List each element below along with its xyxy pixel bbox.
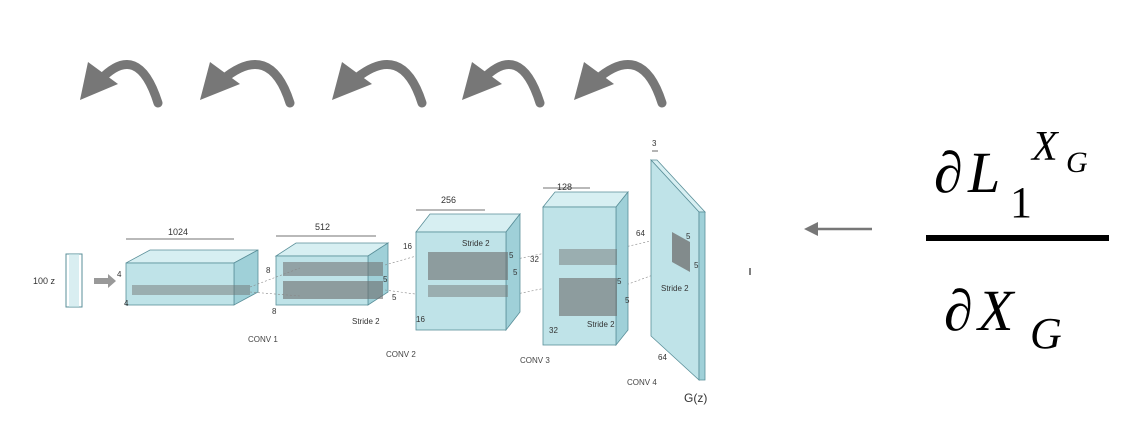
output-kernel-a: 5 [686, 232, 691, 241]
conv4-label: CONV 4 [627, 378, 657, 387]
conv4-in-label: 64 [636, 229, 645, 238]
conv3-label: CONV 3 [520, 356, 550, 365]
conv3-height-label: 16 [403, 242, 412, 251]
numerator-superscript-letter: X [1030, 124, 1060, 170]
conv4-stride-label: Stride 2 [587, 320, 615, 329]
conv2-stride-label: Stride 2 [352, 317, 380, 326]
conv4-width-label: 32 [549, 326, 558, 335]
input-vector: 100 z [33, 253, 116, 308]
conv3-stride-label: Stride 2 [462, 239, 490, 248]
conv2-depth-label: 512 [315, 222, 330, 232]
gradient-arrow [804, 222, 872, 236]
numerator-partial: ∂ [934, 140, 963, 205]
output-bottom-label: 64 [658, 353, 667, 362]
conv2-block: 512 8 8 5 5 Stride 2 CONV 2 [266, 222, 416, 359]
input-label: 100 z [33, 276, 56, 286]
fraction-bar [926, 235, 1109, 241]
numerator-letter: L [967, 140, 1000, 205]
denominator-subscript: G [1030, 309, 1062, 358]
numerator-subscript: 1 [1010, 178, 1032, 227]
conv4-height-label: 32 [530, 255, 539, 264]
curved-arrow-icon [80, 60, 163, 108]
denominator-partial: ∂ [944, 278, 973, 343]
conv2-kernel-a: 5 [383, 275, 388, 284]
output-stride-label: Stride 2 [661, 284, 689, 293]
conv3-kernel-a: 5 [509, 251, 514, 260]
conv4-block: 128 32 32 Stride 2 5 5 64 CONV 4 [530, 182, 657, 387]
conv1-height-label: 4 [117, 270, 122, 279]
output-depth-label: 3 [652, 139, 657, 148]
input-arrow-icon [94, 274, 116, 288]
conv4-depth-label: 128 [557, 182, 572, 192]
conv3-block: 256 16 16 Stride 2 5 5 CONV 3 [403, 195, 550, 365]
left-arrow-icon [804, 222, 818, 236]
curved-arrow-icon [574, 60, 667, 108]
numerator-superscript-sub: G [1066, 146, 1088, 179]
denominator-letter: X [976, 278, 1016, 343]
conv1-label: CONV 1 [248, 335, 278, 344]
conv4-kernel-b: 5 [625, 296, 630, 305]
conv1-depth-label: 1024 [168, 227, 188, 237]
conv3-depth-label: 256 [441, 195, 456, 205]
conv2-label: CONV 2 [386, 350, 416, 359]
curved-arrow-icon [200, 60, 295, 108]
conv1-width-label: 4 [124, 299, 129, 308]
conv1-block: 1024 4 4 CONV 1 [117, 227, 278, 344]
curved-arrow-icon [462, 60, 545, 108]
conv3-kernel-b: 5 [513, 268, 518, 277]
gradient-formula: ∂ L 1 X G ∂ X G [926, 124, 1109, 358]
conv4-kernel-a: 5 [617, 277, 622, 286]
curved-arrow-icon [332, 60, 427, 108]
output-label: G(z) [684, 391, 707, 405]
conv2-height-label: 8 [266, 266, 271, 275]
output-kernel-b: 5 [694, 261, 699, 270]
conv3-width-label: 16 [416, 315, 425, 324]
output-block: 3 64 64 5 5 Stride 2 G(z) [650, 139, 707, 405]
backprop-arrows [80, 60, 667, 108]
conv2-width-label: 8 [272, 307, 277, 316]
conv2-kernel-b: 5 [392, 293, 397, 302]
